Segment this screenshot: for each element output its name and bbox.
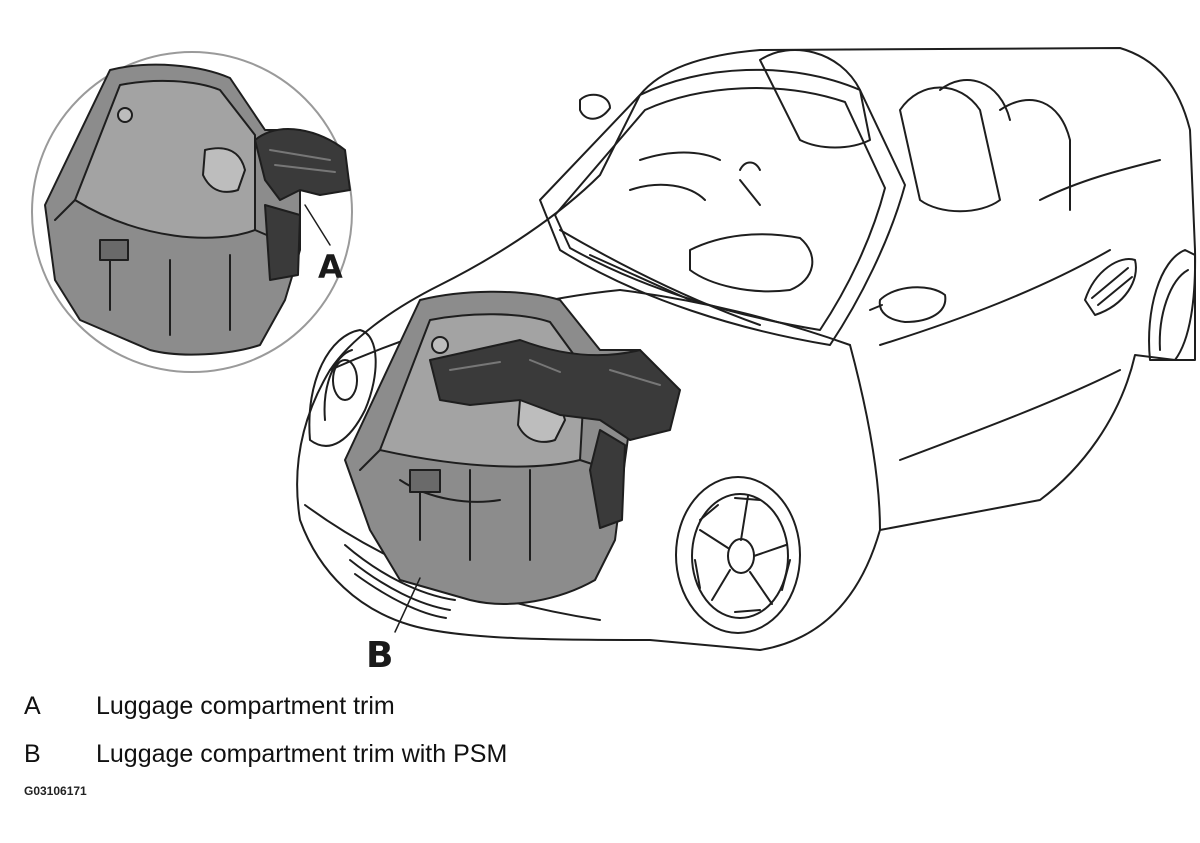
trim-with-psm (344, 290, 681, 605)
front-wheel (675, 476, 801, 634)
legend-desc-a: Luggage compartment trim (96, 692, 395, 720)
legend-row-b: B Luggage compartment trim with PSM (24, 742, 507, 767)
callout-b-label: B (366, 635, 393, 676)
windshield (539, 68, 906, 346)
figure-id: G03106171 (24, 784, 87, 798)
car-illustration: B A (31, 47, 1197, 676)
seats (759, 49, 1161, 213)
detail-circle: A (31, 51, 353, 373)
rear-wheel (1148, 249, 1196, 361)
headlight (308, 329, 377, 447)
side-mirror (869, 286, 947, 323)
legend-row-a: A Luggage compartment trim (24, 694, 395, 719)
side-mirror-left (579, 93, 611, 120)
legend-letter-a: A (24, 692, 41, 720)
legend-desc-b: Luggage compartment trim with PSM (96, 740, 508, 768)
callout-b: B (366, 577, 421, 676)
callout-a-label: A (318, 248, 343, 286)
legend-letter-b: B (24, 740, 41, 768)
